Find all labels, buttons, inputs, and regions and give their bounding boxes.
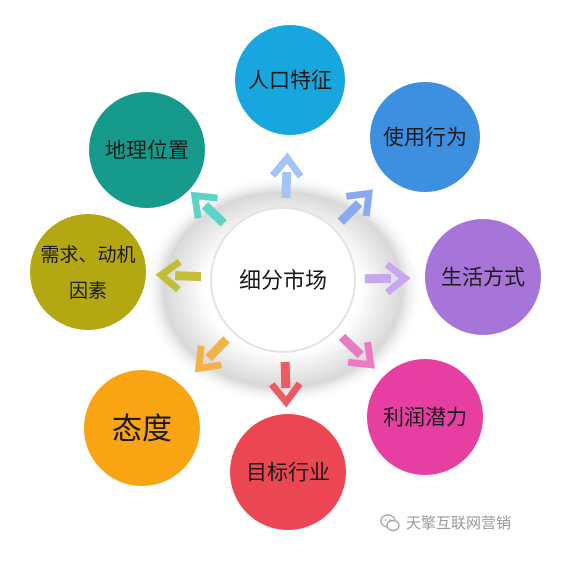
node-label: 人口特征 (248, 69, 332, 93)
arrow-geographic-location (190, 191, 227, 227)
node-circle (84, 370, 200, 486)
wechat-icon (380, 513, 400, 531)
node-label: 地理位置 (105, 139, 189, 163)
node-circle (230, 414, 346, 530)
arrow-target-industry (269, 361, 303, 408)
arrow-demographics (269, 152, 304, 199)
node-circle (425, 219, 541, 335)
node-label: 因素 (69, 280, 107, 302)
node-label: 目标行业 (246, 461, 330, 485)
arrow-needs-motivation (155, 258, 202, 293)
center-circle (210, 207, 356, 353)
node-circle (30, 214, 146, 330)
node-lifestyle: 生活方式 (425, 219, 541, 335)
arrow-usage-behavior (337, 189, 373, 225)
node-geographic-location: 地理位置 (89, 92, 205, 208)
node-profit-potential: 利润潜力 (367, 359, 483, 475)
node-label: 利润潜力 (383, 406, 467, 430)
arrow-profit-potential (338, 333, 375, 369)
node-circle (89, 92, 205, 208)
node-label: 需求、动机 (40, 244, 135, 266)
watermark: 天擎互联网营销 (380, 512, 511, 533)
node-label: 态度 (112, 412, 172, 447)
watermark-text: 天擎互联网营销 (406, 514, 512, 532)
node-circle (367, 359, 483, 475)
arrow-lifestyle (364, 261, 411, 296)
node-demographics: 人口特征 (235, 25, 345, 135)
node-circle (235, 25, 345, 135)
node-label: 生活方式 (441, 266, 525, 290)
node-circle (370, 82, 480, 192)
node-usage-behavior: 使用行为 (370, 82, 480, 192)
arrow-attitude (194, 336, 230, 373)
center-label: 细分市场 (239, 269, 327, 294)
arrows-group (155, 152, 411, 408)
node-attitude: 态度 (84, 370, 200, 486)
node-label: 使用行为 (383, 126, 467, 150)
node-target-industry: 目标行业 (230, 414, 346, 530)
